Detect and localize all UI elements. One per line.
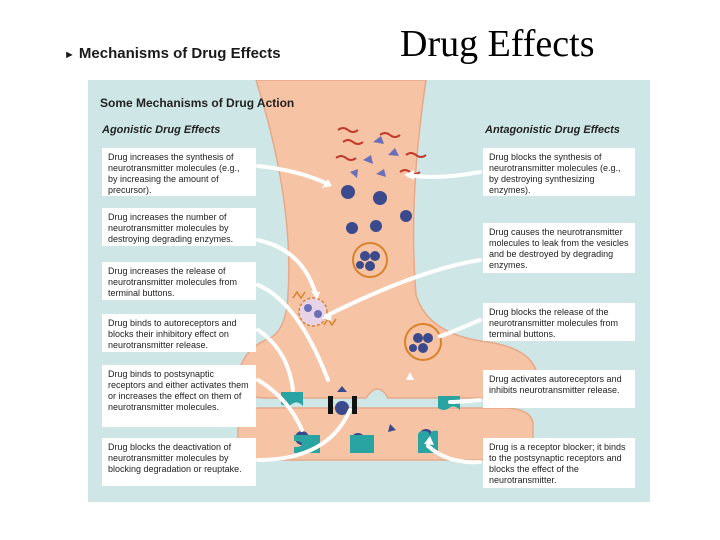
enzyme-1 <box>337 127 359 133</box>
antagonistic-box-release: Drug blocks the release of the neurotran… <box>483 303 635 341</box>
arrow-agon-6 <box>256 408 352 462</box>
fragment-2 <box>363 155 373 164</box>
arrow-antag-3 <box>437 318 482 339</box>
antagonistic-box-receptor-blocker: Drug is a receptor blocker; it binds to … <box>483 438 635 488</box>
antagonistic-heading: Antagonistic Drug Effects <box>485 124 620 136</box>
nt-molecule <box>400 210 412 222</box>
triangle-bullet-icon: ► <box>64 49 75 61</box>
antagonistic-box-leak: Drug causes the neurotransmitter molecul… <box>483 223 635 273</box>
arrow-agon-2 <box>256 238 318 297</box>
nt-molecule <box>346 222 358 234</box>
arrow-antag-5 <box>426 444 482 465</box>
nt-molecule <box>341 185 355 199</box>
agonistic-box-deactivation: Drug blocks the deactivation of neurotra… <box>102 438 256 486</box>
drug-mechanisms-figure: Some Mechanisms of Drug Action Agonistic… <box>88 80 650 502</box>
vesicle-lower <box>404 323 442 361</box>
nt-molecule <box>335 401 349 415</box>
vesicle-upper <box>352 242 388 278</box>
agonistic-box-autoreceptors: Drug binds to autoreceptors and blocks t… <box>102 314 256 352</box>
leaking-vesicle <box>292 290 337 327</box>
arrow-agon-4 <box>256 328 295 392</box>
section-heading-text: Mechanisms of Drug Effects <box>78 45 281 62</box>
section-heading: ►Mechanisms of Drug Effects <box>64 45 281 62</box>
drug-blocker <box>328 386 357 414</box>
agonistic-heading: Agonistic Drug Effects <box>102 124 221 136</box>
nt-molecule <box>370 220 382 232</box>
enzyme-3 <box>379 132 401 138</box>
precursor-fragments <box>350 136 399 178</box>
agonistic-box-postsynaptic: Drug binds to postsynaptic receptors and… <box>102 365 256 427</box>
release-arrow-icon <box>406 372 414 380</box>
arrow-agon-5 <box>256 378 304 432</box>
antagonistic-box-autoreceptors: Drug activates autoreceptors and inhibit… <box>483 370 635 408</box>
enzyme-4 <box>405 152 427 158</box>
agonistic-box-synthesis: Drug increases the synthesis of neurotra… <box>102 148 256 196</box>
nt-molecule <box>373 191 387 205</box>
enzyme-5 <box>335 155 357 161</box>
receptor-2 <box>350 435 374 453</box>
figure-title: Some Mechanisms of Drug Action <box>100 96 295 110</box>
pointer-arrows <box>256 164 482 465</box>
agonistic-box-release: Drug increases the release of neurotrans… <box>102 262 256 300</box>
arrow-antag-2 <box>324 258 482 318</box>
fragment-3 <box>388 148 399 156</box>
fragment-4 <box>350 169 358 178</box>
neurotransmitter-molecules <box>341 185 412 234</box>
reuptake-arrow-icon <box>388 424 396 432</box>
synapse-illustration <box>237 80 538 465</box>
antagonistic-box-synthesis: Drug blocks the synthesis of neurotransm… <box>483 148 635 196</box>
fragment-5 <box>376 169 386 177</box>
fragment-1 <box>373 136 384 144</box>
slide-title: Drug Effects <box>400 23 595 65</box>
arrow-agon-3 <box>256 283 330 382</box>
agonistic-box-degrading-enzymes: Drug increases the number of neurotransm… <box>102 208 256 246</box>
arrow-agon-1 <box>256 164 330 186</box>
arrow-antag-4 <box>448 398 482 404</box>
pointer-arrowheads <box>311 170 434 445</box>
enzyme-2 <box>342 139 364 145</box>
